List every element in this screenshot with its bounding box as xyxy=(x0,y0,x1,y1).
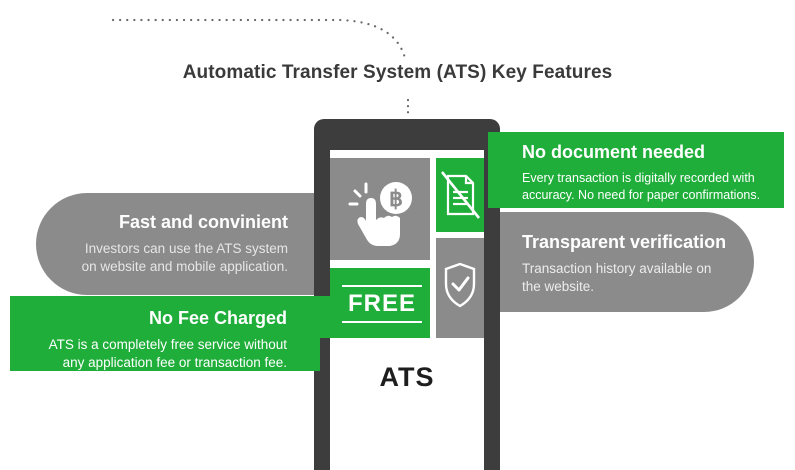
banner-no-fee-lower xyxy=(10,296,320,371)
feature-transparent-desc-line2: the website. xyxy=(522,279,595,294)
feature-no-fee: No Fee Charged ATS is a completely free … xyxy=(22,308,287,372)
shield-check-icon xyxy=(444,262,476,308)
feature-no-fee-heading: No Fee Charged xyxy=(148,308,287,328)
phone-ats-label: ATS xyxy=(379,362,435,392)
tile-transparent xyxy=(436,238,484,338)
feature-transparent-heading: Transparent verification xyxy=(522,232,727,252)
feature-no-document: No document needed Every transaction is … xyxy=(522,142,784,204)
feature-fast-and-convenient: Fast and convinient Investors can use th… xyxy=(60,212,288,276)
diagram-title: Automatic Transfer System (ATS) Key Feat… xyxy=(182,62,613,83)
feature-transparent-desc-line1: Transaction history available on xyxy=(522,261,712,276)
feature-transparent-verification: Transparent verification Transaction his… xyxy=(522,232,752,296)
feature-no-fee-desc-line2: any application fee or transaction fee. xyxy=(62,355,287,370)
free-icon: FREE xyxy=(342,285,422,323)
hand-tap-baht-icon: ฿ xyxy=(348,182,412,246)
feature-no-document-desc-line2: accuracy. No need for paper confirmation… xyxy=(522,188,761,202)
feature-no-document-desc-line1: Every transaction is digitally recorded … xyxy=(522,171,755,185)
tile-no-document xyxy=(436,158,484,232)
baht-symbol: ฿ xyxy=(389,186,403,211)
feature-no-document-heading: No document needed xyxy=(522,142,706,162)
pill-transparent-verification xyxy=(470,212,754,312)
feature-fast-desc-line2: on website and mobile application. xyxy=(81,259,288,274)
feature-no-fee-desc-line1: ATS is a completely free service without xyxy=(48,337,287,352)
feature-fast-heading: Fast and convinient xyxy=(118,212,288,232)
feature-fast-desc-line1: Investors can use the ATS system xyxy=(84,241,288,256)
no-document-icon xyxy=(440,171,481,219)
banner-no-document xyxy=(488,132,784,208)
tile-fast: ฿ xyxy=(330,158,430,260)
pill-fast-and-convenient xyxy=(36,193,356,295)
